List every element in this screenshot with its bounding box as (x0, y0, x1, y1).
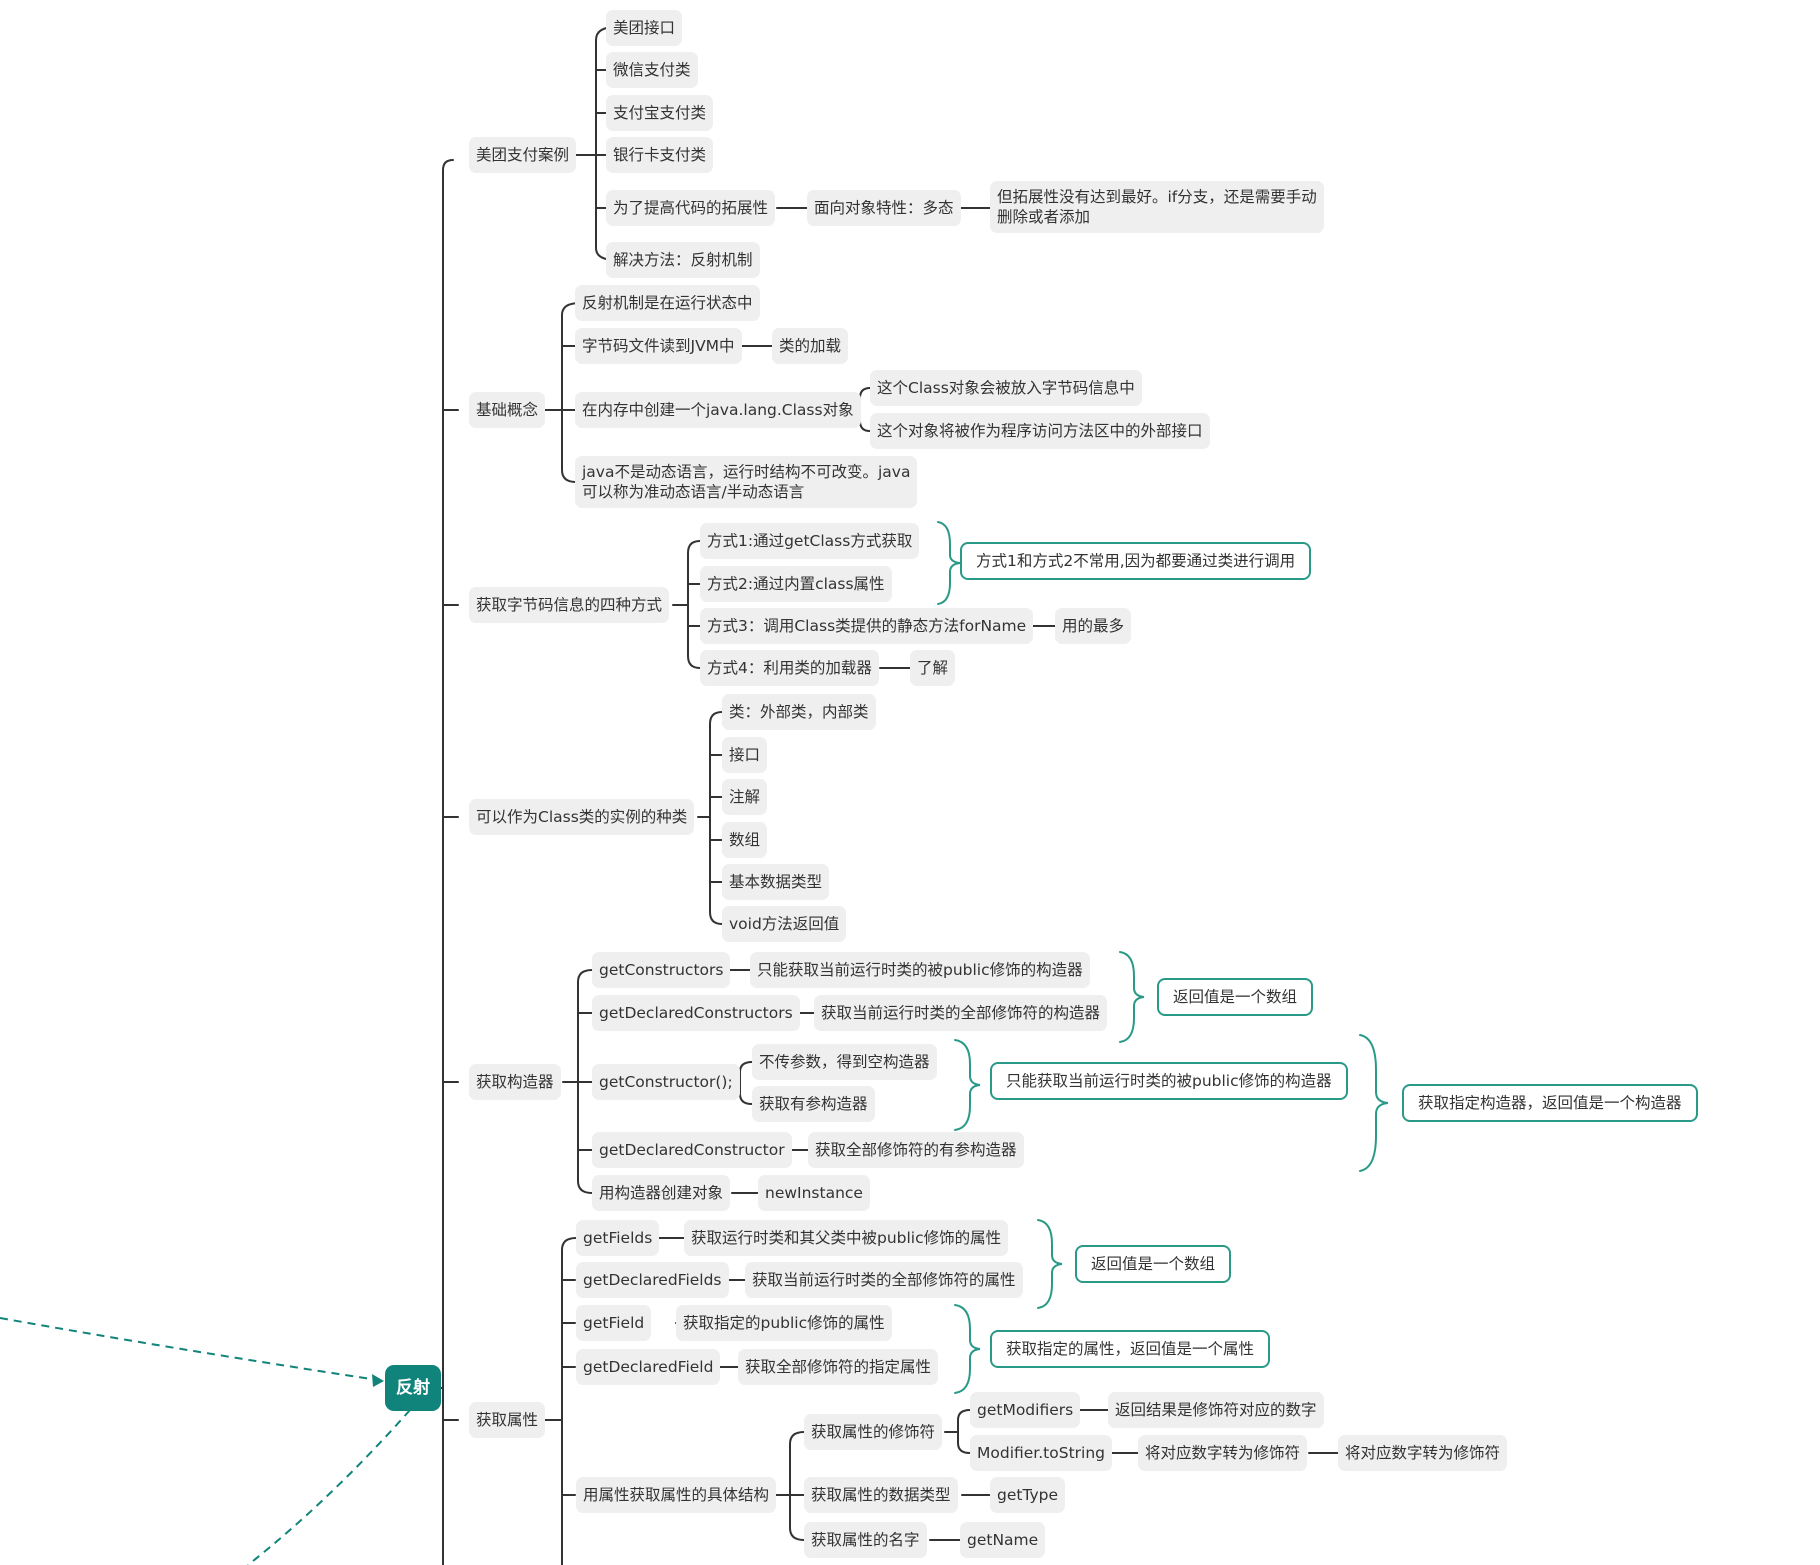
constructor-note[interactable]: 只能获取当前运行时类的被public修饰的构造器 (750, 952, 1090, 988)
field-note[interactable]: 获取全部修饰符的指定属性 (738, 1349, 939, 1385)
branch-basics[interactable]: 基础概念 (469, 392, 546, 428)
to-string-note[interactable]: 将对应数字转为修饰符 (1138, 1435, 1308, 1471)
way-item[interactable]: 方式2:通过内置class属性 (700, 566, 892, 602)
dynamic-language-note[interactable]: java不是动态语言，运行时结构不可改变。java 可以称为准动态语言/半动态语… (575, 456, 918, 508)
note-line: 但拓展性没有达到最好。if分支，还是需要手动 (997, 188, 1317, 206)
meituan-item[interactable]: 美团接口 (606, 10, 683, 46)
summary-public-constructor[interactable]: 只能获取当前运行时类的被public修饰的构造器 (990, 1062, 1348, 1100)
polymorphism-note[interactable]: 但拓展性没有达到最好。if分支，还是需要手动 删除或者添加 (990, 181, 1324, 233)
basics-item[interactable]: 在内存中创建一个java.lang.Class对象 (575, 392, 861, 428)
constructor-method[interactable]: getConstructors (592, 952, 731, 988)
instance-kind-item[interactable]: 注解 (722, 779, 768, 815)
note-line: java不是动态语言，运行时结构不可改变。java (582, 463, 911, 481)
arrowhead-icon (372, 1374, 384, 1387)
way-item[interactable]: 方式1:通过getClass方式获取 (700, 523, 920, 559)
basics-item[interactable]: 字节码文件读到JVM中 (575, 328, 742, 364)
branch-fields[interactable]: 获取属性 (469, 1402, 546, 1438)
class-loading-node[interactable]: 类的加载 (772, 328, 849, 364)
new-instance-node[interactable]: newInstance (758, 1175, 870, 1211)
get-constructor-note[interactable]: 获取有参构造器 (752, 1086, 875, 1122)
branch-instance-kinds[interactable]: 可以作为Class类的实例的种类 (469, 799, 695, 835)
field-note[interactable]: 获取运行时类和其父类中被public修饰的属性 (684, 1220, 1009, 1256)
class-object-note[interactable]: 这个对象将被作为程序访问方法区中的外部接口 (870, 413, 1210, 449)
modifiers-note[interactable]: 返回结果是修饰符对应的数字 (1108, 1392, 1324, 1428)
way-4-note[interactable]: 了解 (910, 650, 956, 686)
get-type-node[interactable]: getType (990, 1477, 1066, 1513)
constructor-note[interactable]: 获取全部修饰符的有参构造器 (808, 1132, 1024, 1168)
field-note[interactable]: 获取当前运行时类的全部修饰符的属性 (745, 1262, 1023, 1298)
note-line: 可以称为准动态语言/半动态语言 (582, 483, 805, 501)
summary-field-array[interactable]: 返回值是一个数组 (1075, 1245, 1232, 1283)
branch-meituan[interactable]: 美团支付案例 (469, 137, 577, 173)
constructor-method[interactable]: 用构造器创建对象 (592, 1175, 731, 1211)
field-method[interactable]: 用属性获取属性的具体结构 (576, 1477, 777, 1513)
meituan-item[interactable]: 为了提高代码的拓展性 (606, 190, 776, 226)
summary-specific-constructor[interactable]: 获取指定构造器，返回值是一个构造器 (1402, 1084, 1698, 1122)
summary-array[interactable]: 返回值是一个数组 (1157, 978, 1314, 1016)
meituan-item[interactable]: 银行卡支付类 (606, 137, 714, 173)
polymorphism-node[interactable]: 面向对象特性：多态 (807, 190, 961, 226)
to-string-note[interactable]: 将对应数字转为修饰符 (1338, 1435, 1508, 1471)
root-topic[interactable]: 反射 (385, 1365, 441, 1411)
field-method[interactable]: getDeclaredFields (576, 1262, 729, 1298)
class-object-note[interactable]: 这个Class对象会被放入字节码信息中 (870, 370, 1142, 406)
instance-kind-item[interactable]: 数组 (722, 822, 768, 858)
way-3-note[interactable]: 用的最多 (1055, 608, 1132, 644)
note-line: 删除或者添加 (997, 208, 1091, 226)
instance-kind-item[interactable]: 基本数据类型 (722, 864, 830, 900)
summary-ways-1-2[interactable]: 方式1和方式2不常用,因为都要通过类进行调用 (960, 542, 1312, 580)
field-method[interactable]: getField (576, 1305, 652, 1341)
meituan-item[interactable]: 微信支付类 (606, 52, 698, 88)
constructor-note[interactable]: 获取当前运行时类的全部修饰符的构造器 (814, 995, 1108, 1031)
constructor-method[interactable]: getConstructor(); (592, 1064, 740, 1100)
summary-specific-field[interactable]: 获取指定的属性，返回值是一个属性 (990, 1330, 1271, 1368)
meituan-item[interactable]: 支付宝支付类 (606, 95, 714, 131)
modifier-method[interactable]: Modifier.toString (970, 1435, 1112, 1471)
instance-kind-item[interactable]: void方法返回值 (722, 906, 847, 942)
instance-kind-item[interactable]: 接口 (722, 737, 768, 773)
field-note[interactable]: 获取指定的public修饰的属性 (676, 1305, 892, 1341)
basics-item[interactable]: 反射机制是在运行状态中 (575, 285, 760, 321)
field-method[interactable]: getDeclaredField (576, 1349, 721, 1385)
field-structure-item[interactable]: 获取属性的修饰符 (804, 1414, 943, 1450)
field-structure-item[interactable]: 获取属性的数据类型 (804, 1477, 958, 1513)
meituan-item[interactable]: 解决方法：反射机制 (606, 242, 760, 278)
branch-four-ways[interactable]: 获取字节码信息的四种方式 (469, 587, 670, 623)
way-item[interactable]: 方式4：利用类的加载器 (700, 650, 879, 686)
constructor-method[interactable]: getDeclaredConstructor (592, 1132, 792, 1168)
branch-constructors[interactable]: 获取构造器 (469, 1064, 561, 1100)
way-item[interactable]: 方式3：调用Class类提供的静态方法forName (700, 608, 1034, 644)
get-constructor-note[interactable]: 不传参数，得到空构造器 (752, 1044, 937, 1080)
get-name-node[interactable]: getName (960, 1522, 1046, 1558)
field-structure-item[interactable]: 获取属性的名字 (804, 1522, 927, 1558)
instance-kind-item[interactable]: 类：外部类，内部类 (722, 694, 876, 730)
constructor-method[interactable]: getDeclaredConstructors (592, 995, 800, 1031)
field-method[interactable]: getFields (576, 1220, 660, 1256)
modifier-method[interactable]: getModifiers (970, 1392, 1081, 1428)
